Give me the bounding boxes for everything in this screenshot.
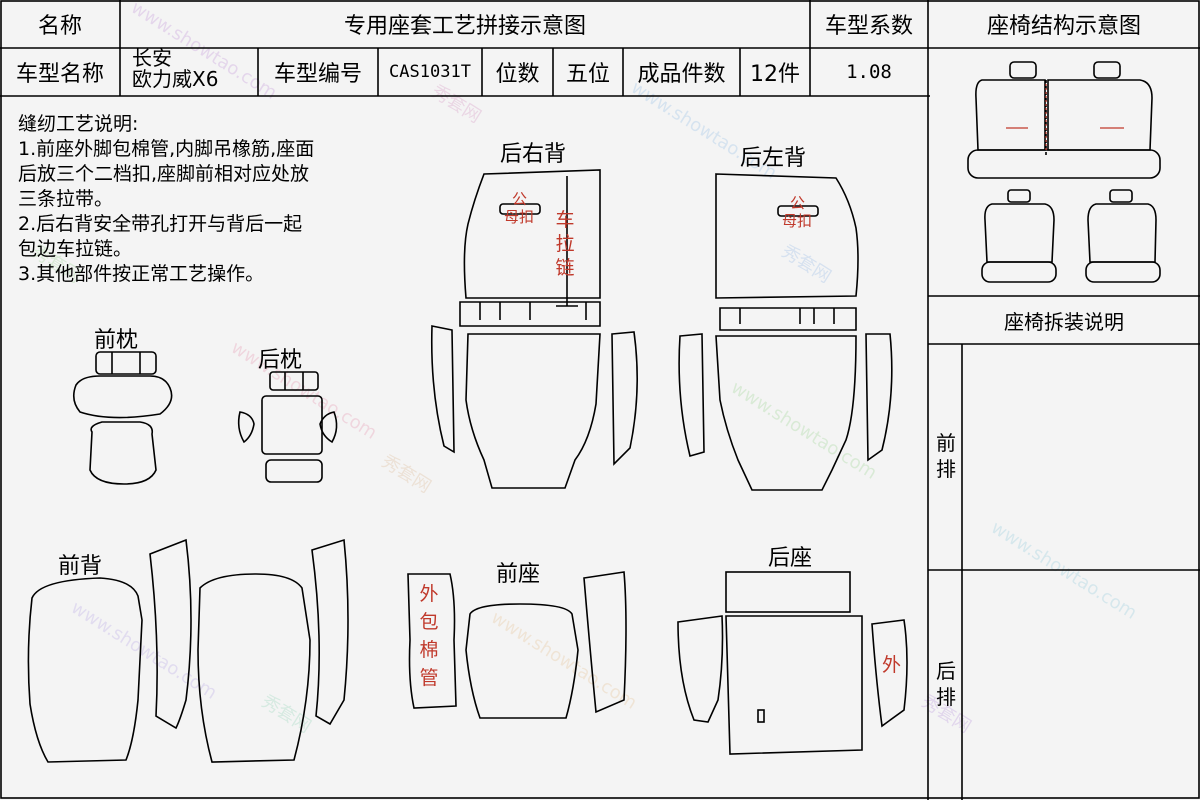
annotation-char: 拉 (555, 233, 575, 255)
notes-line: 2.后右背安全带孔打开与背后一起 (18, 213, 303, 235)
notes-heading: 缝纫工艺说明: (18, 113, 139, 135)
annotation-male-buckle: 公 (790, 194, 806, 212)
label-rear-right-back: 后右背 (500, 142, 567, 167)
rear-row-char: 排 (936, 685, 956, 709)
coef-value: 1.08 (846, 61, 892, 83)
notes-line: 1.前座外脚包棉管,内脚吊橡筋,座面 (18, 138, 315, 160)
notes-line: 后放三个二档扣,座脚前相对应处放 (18, 163, 310, 185)
front-row-label: 前 排 (934, 430, 958, 482)
pieces-label: 成品件数 (637, 62, 726, 87)
model-code-label: 车型编号 (273, 62, 362, 87)
annotation-outer: 外 (882, 654, 902, 676)
annotation-char: 车 (555, 209, 575, 231)
label-rear-seat: 后座 (768, 546, 813, 571)
sewing-notes: 缝纫工艺说明: 1.前座外脚包棉管,内脚吊橡筋,座面 后放三个二档扣,座脚前相对… (18, 112, 438, 287)
annotation-char: 棉 (419, 639, 439, 661)
model-name-label: 车型名称 (15, 62, 104, 87)
name-label: 名称 (37, 14, 82, 39)
label-rear-headrest: 后枕 (258, 348, 303, 373)
label-rear-left-back: 后左背 (740, 146, 807, 171)
seats-value: 五位 (565, 62, 610, 87)
notes-line: 3.其他部件按正常工艺操作。 (18, 263, 265, 285)
disassembly-title: 座椅拆装说明 (1004, 309, 1124, 334)
model-name: 长安 欧力威X6 (132, 48, 258, 96)
pieces-value: 12件 (750, 62, 800, 87)
rear-row-char: 后 (936, 659, 956, 683)
page-title: 专用座套工艺拼接示意图 (343, 14, 586, 39)
annotation-char: 链 (555, 257, 575, 279)
model-name-line2: 欧力威X6 (132, 67, 219, 91)
front-row-char: 前 (936, 431, 956, 455)
notes-line: 三条拉带。 (18, 188, 114, 210)
label-front-back: 前背 (58, 554, 103, 579)
annotation-zipper: 车 拉 链 (554, 208, 576, 280)
notes-line: 包边车拉链。 (18, 238, 133, 260)
front-row-char: 排 (936, 457, 956, 481)
coef-label: 车型系数 (824, 14, 913, 39)
annotation-char: 包 (419, 611, 439, 633)
annotation-male-buckle: 公 (512, 190, 528, 208)
label-front-seat: 前座 (496, 562, 541, 587)
annotation-female-buckle: 母扣 (504, 208, 535, 226)
rear-row-label: 后 排 (934, 658, 958, 710)
model-name-line1: 长安 (132, 46, 172, 70)
seats-label: 位数 (495, 62, 540, 87)
label-front-headrest: 前枕 (94, 328, 139, 353)
annotation-female-buckle: 母扣 (782, 212, 813, 230)
annotation-outer-wrap: 外 包 棉 管 (418, 580, 440, 692)
annotation-char: 外 (419, 583, 439, 605)
model-code: CAS1031T (389, 62, 471, 82)
structure-title: 座椅结构示意图 (986, 14, 1141, 39)
annotation-char: 管 (419, 667, 439, 689)
